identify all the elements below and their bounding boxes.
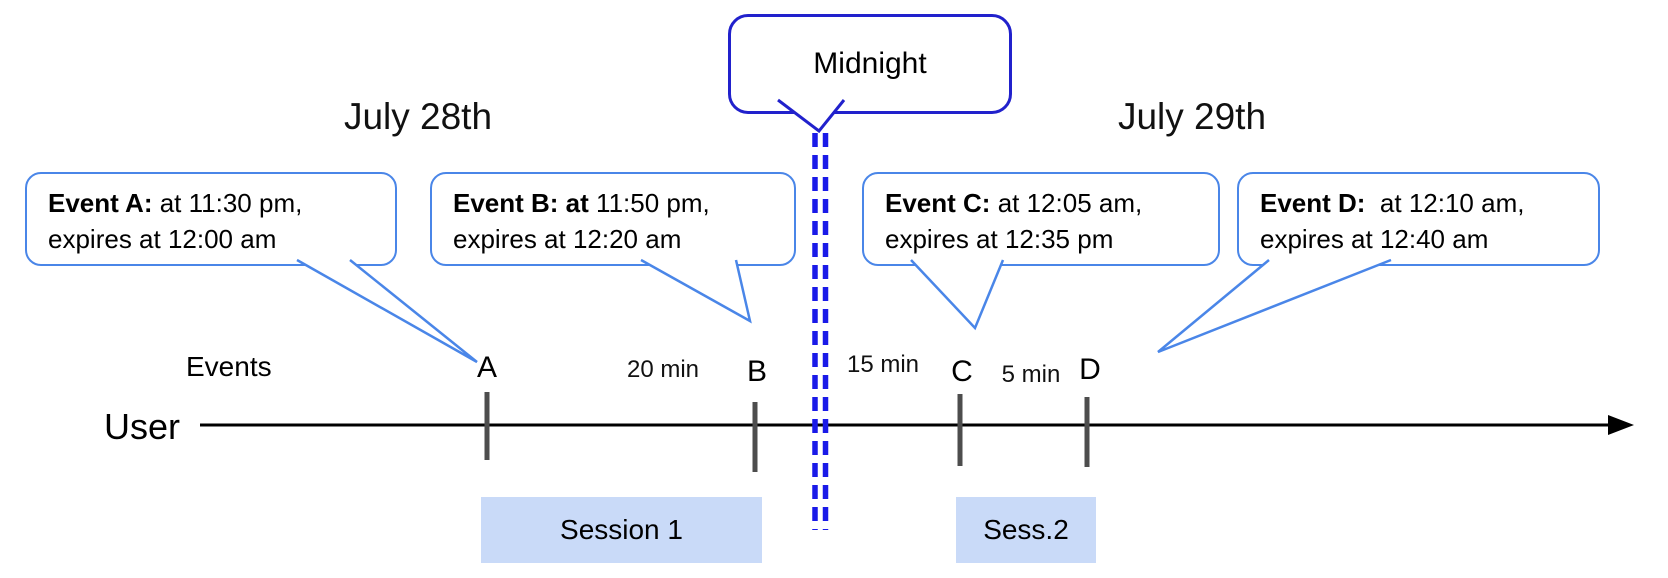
midnight-callout: Midnight — [728, 14, 1012, 114]
tick-label-b: B — [746, 355, 767, 388]
tick-label-c: C — [951, 355, 973, 388]
tick-label-a: A — [476, 351, 497, 384]
session-1-box: Session 1 — [481, 497, 762, 563]
event-d-expiry: expires at 12:40 am — [1260, 224, 1489, 254]
event-b-time: 11:50 pm, — [588, 188, 710, 218]
user-axis-label: User — [104, 406, 181, 447]
events-axis-label: Events — [186, 351, 272, 382]
session-2-box: Sess.2 — [956, 497, 1096, 563]
date-left-label: July 28th — [343, 96, 493, 137]
event-b-expiry: expires at 12:20 am — [453, 224, 682, 254]
duration-label-20min: 20 min — [626, 356, 700, 383]
event-c-expiry: expires at 12:35 pm — [885, 224, 1114, 254]
event-c-time: at 12:05 am, — [990, 188, 1143, 218]
session-1-label: Session 1 — [560, 514, 683, 545]
event-d-callout: Event D: at 12:10 am, expires at 12:40 a… — [1237, 172, 1600, 266]
event-a-title: Event A: — [48, 188, 153, 218]
event-a-expiry: expires at 12:00 am — [48, 224, 277, 254]
date-right-label: July 29th — [1117, 96, 1267, 137]
duration-label-5min: 5 min — [1001, 361, 1061, 388]
event-b-title: Event B: at — [453, 188, 589, 218]
event-b-callout: Event B: at 11:50 pm, expires at 12:20 a… — [430, 172, 796, 266]
event-b-callout-tail — [640, 258, 752, 324]
timeline-arrowhead-icon — [1608, 415, 1634, 435]
event-c-callout-tail — [910, 259, 1005, 331]
event-a-time: at 11:30 pm, — [152, 188, 303, 218]
event-c-title: Event C: — [885, 188, 991, 218]
tick-label-d: D — [1079, 353, 1101, 386]
event-c-callout: Event C: at 12:05 am, expires at 12:35 p… — [862, 172, 1220, 266]
event-a-callout-tail — [296, 258, 478, 364]
event-a-callout: Event A: at 11:30 pm, expires at 12:00 a… — [25, 172, 397, 266]
duration-label-15min: 15 min — [846, 351, 920, 378]
event-d-title: Event D: — [1260, 188, 1366, 218]
event-d-time: at 12:10 am, — [1365, 188, 1525, 218]
event-d-callout-tail — [1157, 258, 1392, 354]
session-2-label: Sess.2 — [983, 514, 1069, 545]
midnight-label: Midnight — [813, 47, 927, 80]
